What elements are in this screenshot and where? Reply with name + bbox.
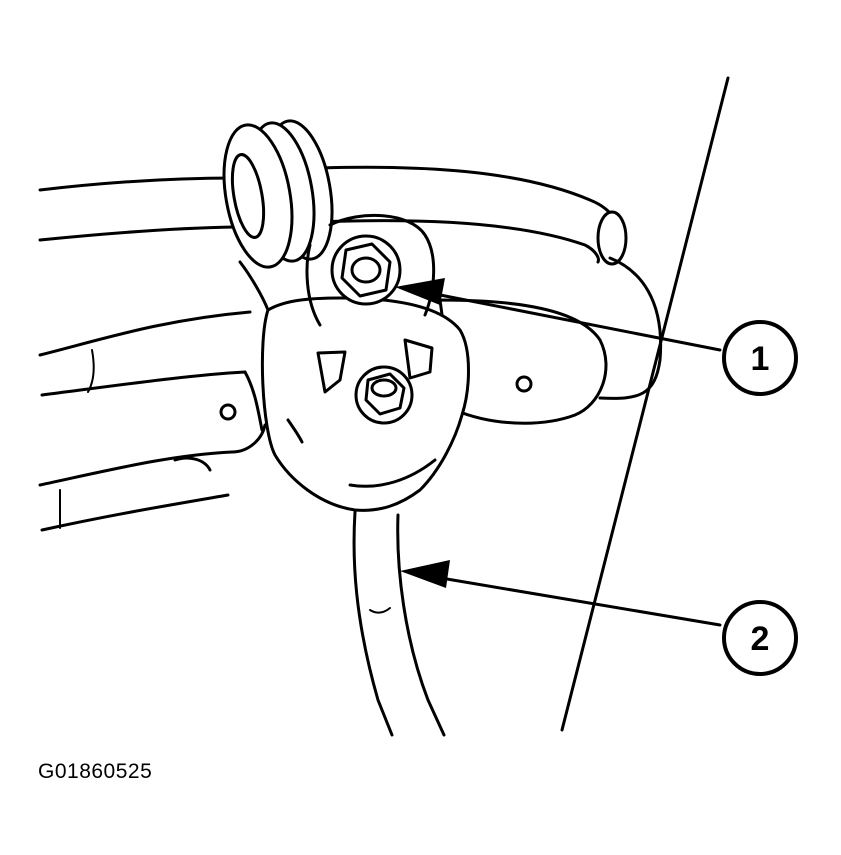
mounting-bracket (438, 256, 663, 425)
figure-id: G01860525 (38, 760, 153, 783)
subframe (38, 310, 267, 532)
lower-nut (354, 365, 414, 425)
stabilizer-link-rod (352, 510, 446, 737)
callout-arrow-1 (395, 278, 722, 352)
callout-2: 2 (722, 600, 798, 676)
callout-2-label: 2 (751, 620, 770, 658)
body-panel-edge (560, 76, 730, 732)
callout-arrow-2 (400, 560, 722, 627)
callout-1-label: 1 (751, 340, 770, 378)
upper-nut (330, 234, 402, 306)
stabilizer-bar (38, 165, 628, 266)
stabilizer-bushing (222, 119, 334, 269)
callout-1: 1 (722, 320, 798, 396)
